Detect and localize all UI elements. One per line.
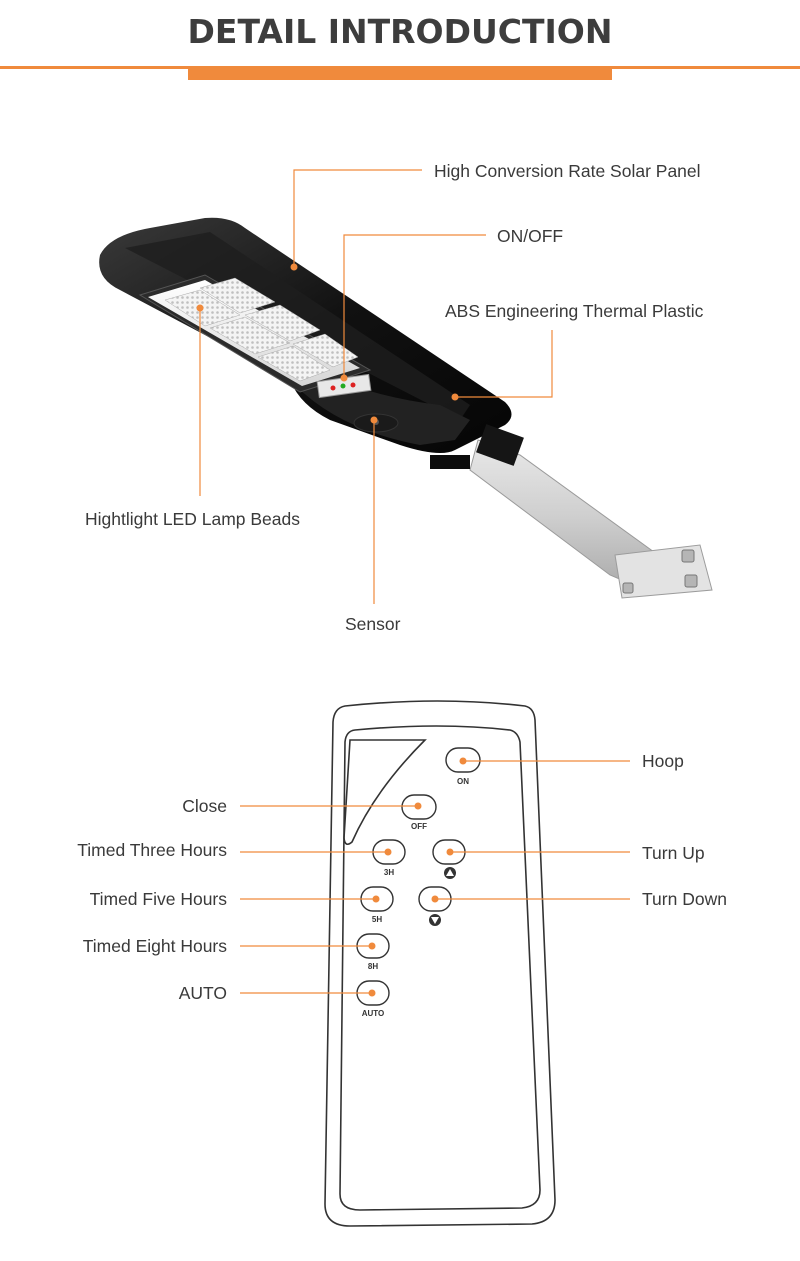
arrow-icons — [429, 867, 456, 926]
label-timed-five-hours: Timed Five Hours — [89, 889, 227, 909]
label-auto: AUTO — [178, 983, 227, 1003]
header-accent-bar — [188, 69, 612, 80]
label-sensor: Sensor — [345, 614, 401, 634]
label-turn-down: Turn Down — [642, 889, 727, 909]
label-abs-plastic: ABS Engineering Thermal Plastic — [445, 301, 704, 321]
label-close: Close — [182, 796, 227, 816]
label-timed-eight-hours: Timed Eight Hours — [82, 936, 227, 956]
remote-body — [324, 700, 556, 1227]
label-solar-panel: High Conversion Rate Solar Panel — [434, 161, 701, 181]
button-label-auto: AUTO — [362, 1009, 385, 1018]
label-timed-three-hours: Timed Three Hours — [77, 840, 227, 860]
header-rule — [0, 66, 800, 69]
lamp-body — [99, 217, 524, 469]
led-modules — [164, 277, 359, 382]
label-turn-up: Turn Up — [642, 843, 705, 863]
label-on-off: ON/OFF — [497, 226, 564, 246]
button-label-8h: 8H — [368, 962, 378, 971]
lamp-callout-dots — [196, 263, 459, 424]
button-label-on: ON — [457, 777, 469, 786]
header: DETAIL INTRODUCTION — [0, 0, 800, 90]
button-label-5h: 5H — [372, 915, 382, 924]
remote-callout-dots — [368, 757, 467, 997]
remote-callout-lines — [240, 760, 630, 994]
page-title: DETAIL INTRODUCTION — [187, 12, 613, 51]
mounting-arm — [469, 439, 713, 599]
button-label-3h: 3H — [384, 868, 394, 877]
lamp-callout-lines — [199, 169, 553, 604]
button-label-off: OFF — [411, 822, 427, 831]
label-hoop: Hoop — [642, 751, 684, 771]
label-led-beads: Hightlight LED Lamp Beads — [85, 509, 300, 529]
